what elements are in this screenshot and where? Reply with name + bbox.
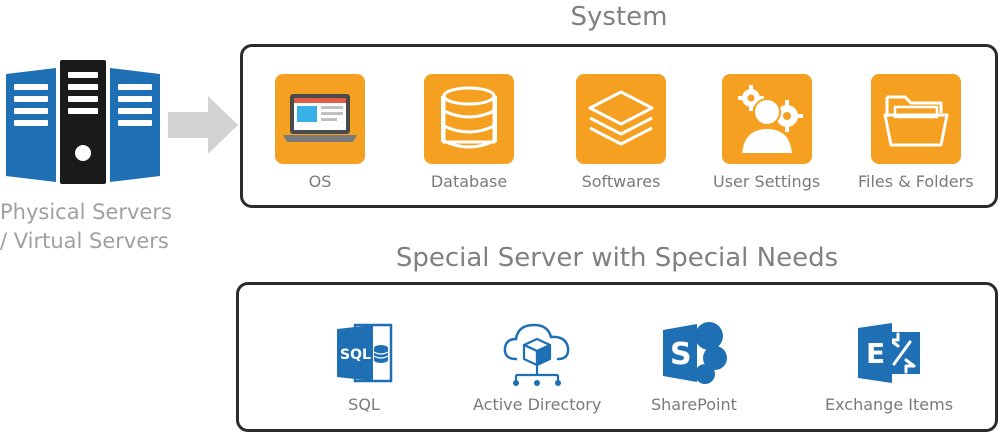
active-directory-icon [497,319,577,387]
sharepoint-icon-letter: S [670,337,692,372]
system-item-label: Files & Folders [858,172,974,191]
sql-icon-text: SQL [340,347,371,363]
special-item-label: SharePoint [651,395,737,414]
system-item-database: Database [424,74,514,191]
servers-caption: Physical Servers / Virtual Servers [0,200,172,253]
exchange-icon: E [849,319,929,387]
system-item-label: Database [430,172,508,191]
system-item-label: OS [308,172,332,191]
user-gears-icon [721,74,812,164]
system-item-softwares: Softwares [576,74,666,191]
special-item-label: Exchange Items [825,395,954,414]
servers-illustration [0,58,170,188]
folder-icon [870,74,961,164]
special-panel: SQL SQL [236,282,998,432]
special-item-active-directory: Active Directory [473,319,601,414]
special-item-sharepoint: S SharePoint [651,319,737,414]
system-item-label: Softwares [581,172,661,191]
special-item-exchange: E Exchange Items [825,319,953,414]
server-rack-icon [6,60,160,184]
laptop-icon [275,74,365,164]
system-panel: OS Database Softwares [240,44,998,208]
special-item-label: Active Directory [473,395,602,414]
exchange-icon-letter: E [866,337,885,370]
sharepoint-icon: S [654,319,734,387]
database-icon [424,74,514,164]
system-item-files-folders: Files & Folders [858,74,974,191]
special-title: Special Server with Special Needs [395,243,839,273]
system-item-label: User Settings [713,172,821,191]
layers-icon [576,74,666,164]
sql-icon: SQL [324,319,404,387]
system-title: System [570,2,668,32]
system-item-user-settings: User Settings [713,74,820,191]
arrow-right-icon [168,96,238,154]
system-item-os: OS [275,74,365,191]
special-item-label: SQL [348,395,380,414]
special-item-sql: SQL SQL [324,319,404,414]
